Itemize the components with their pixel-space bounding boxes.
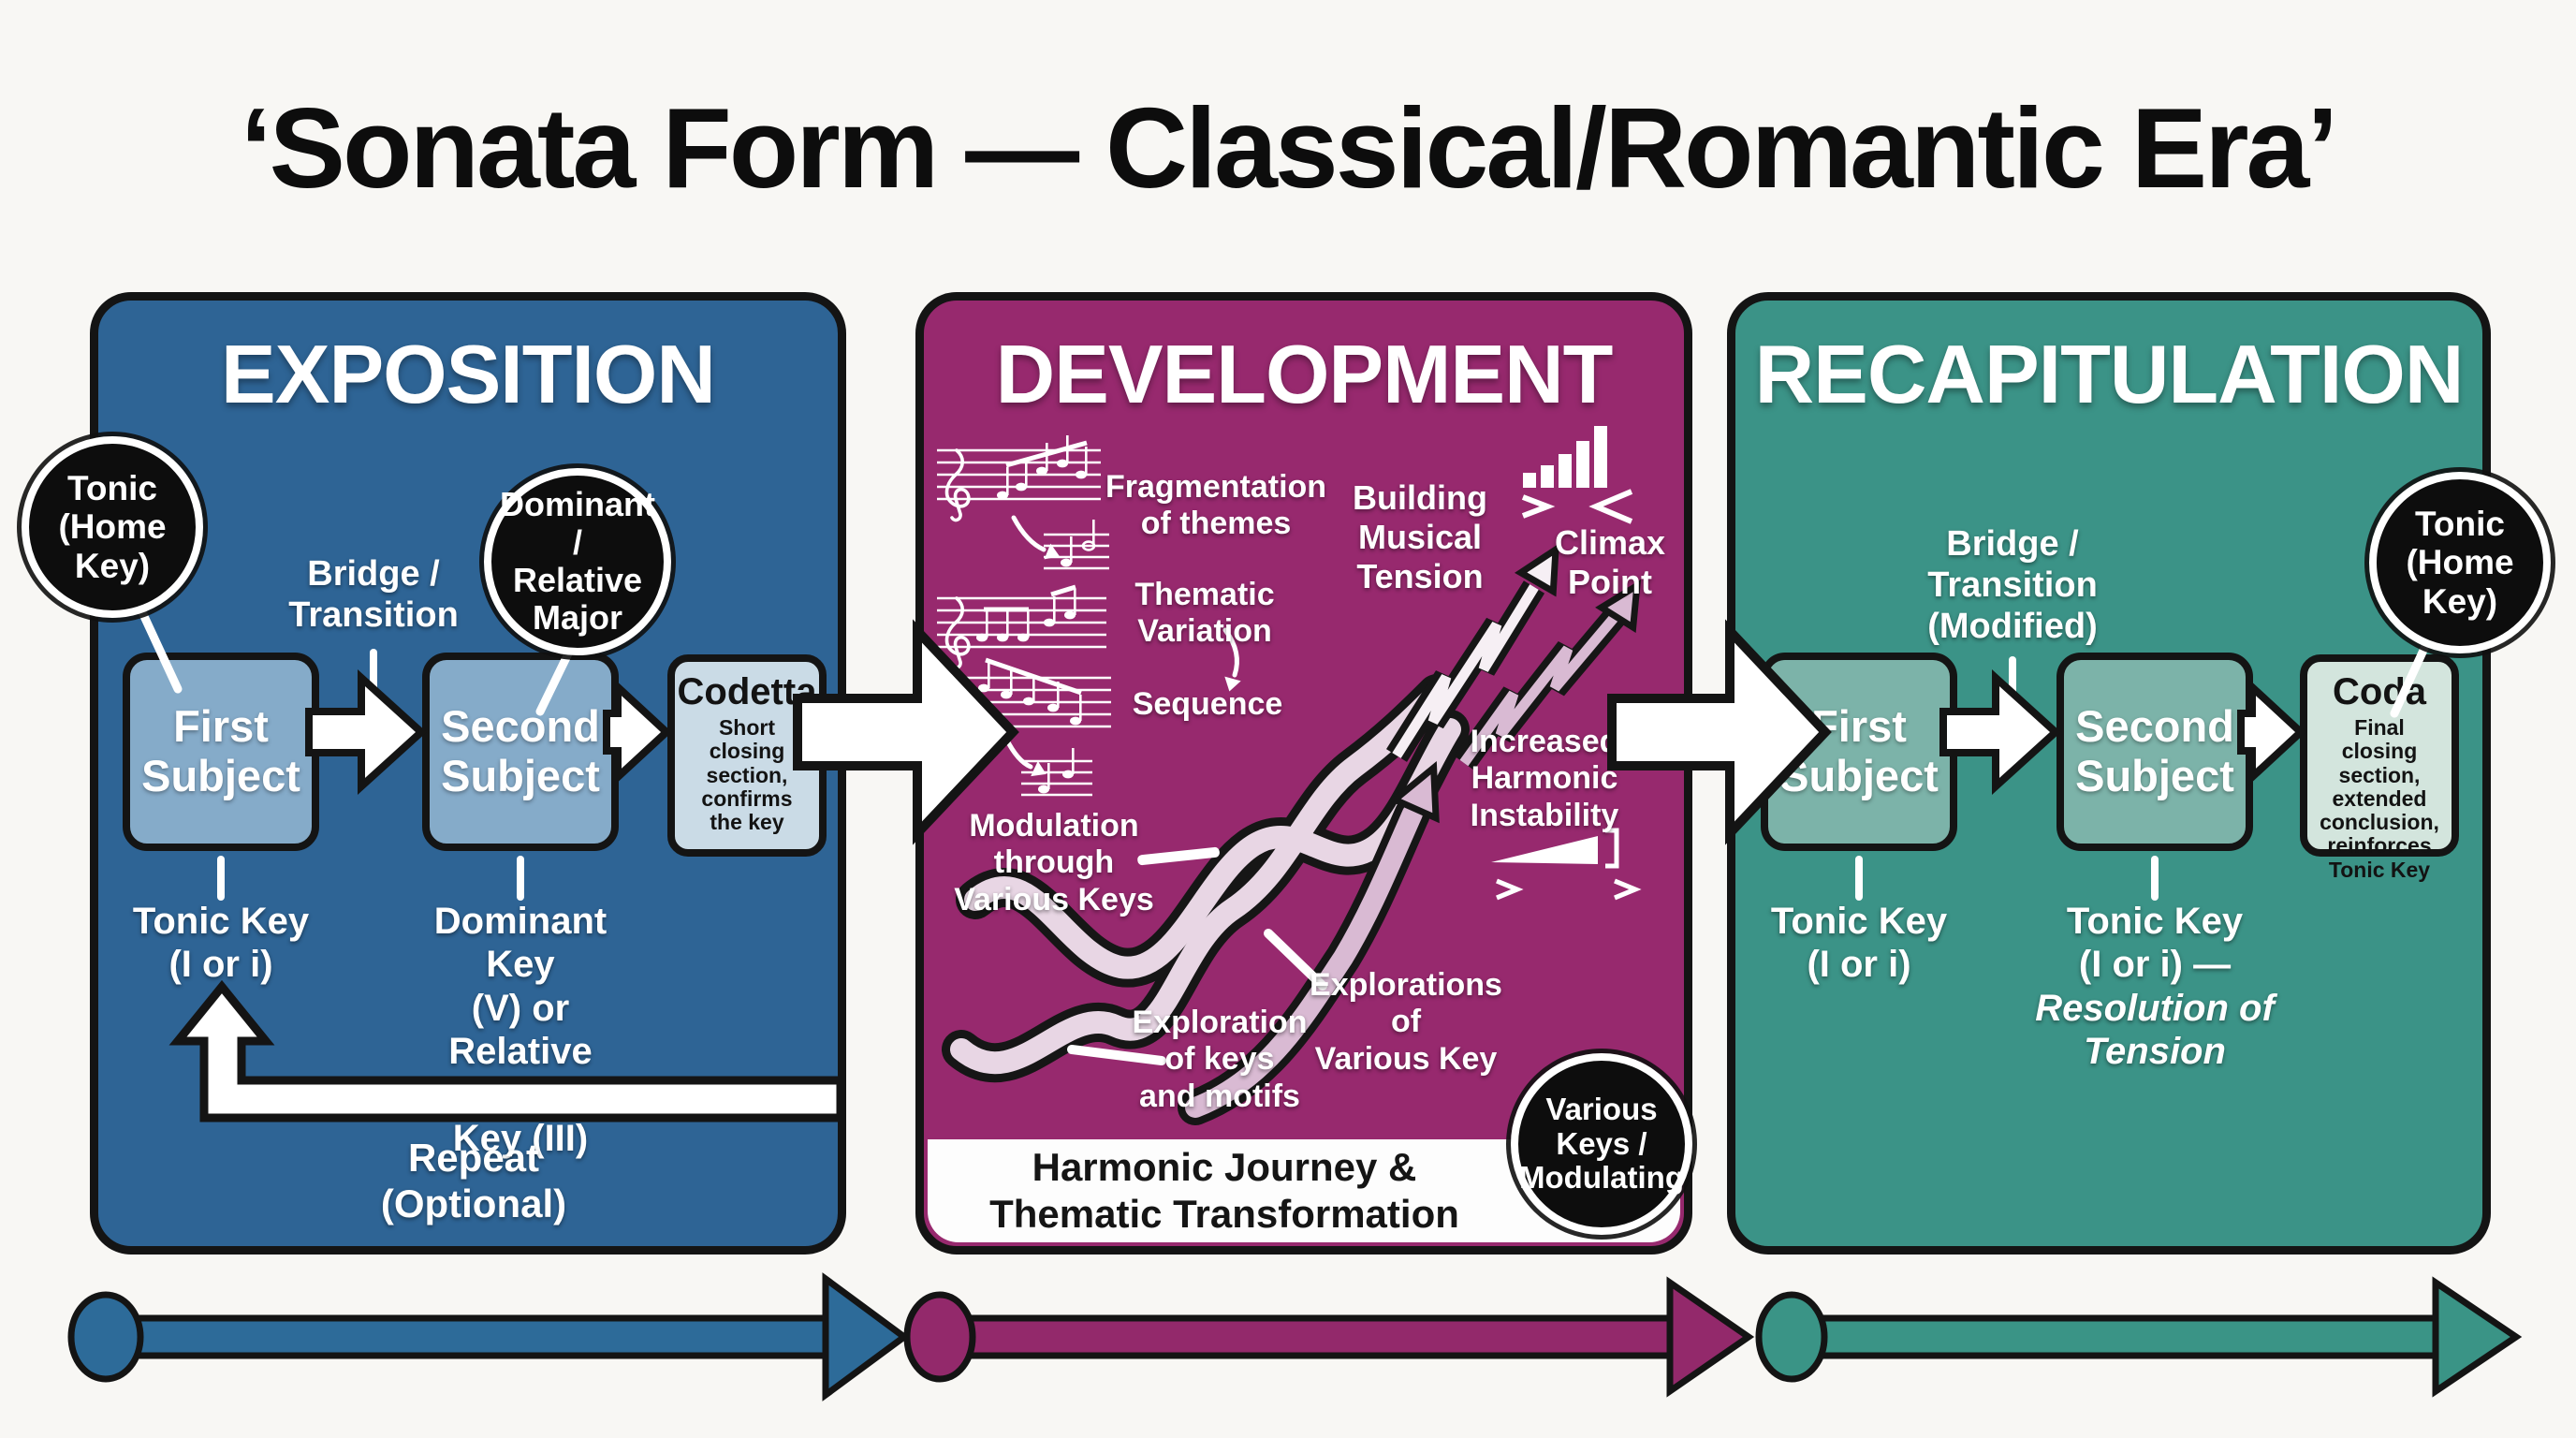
dominant-relative-major-badge: Dominant / Relative Major: [484, 468, 671, 655]
accent-marks-icon: [1521, 489, 1633, 524]
page-title: ‘Sonata Form — Classical/Romantic Era’: [240, 84, 2339, 212]
recapitulation-panel: RECAPITULATION Bridge / Transition (Modi…: [1727, 292, 2491, 1255]
codetta-title: Codetta: [677, 671, 817, 712]
bridge-pointer-line: [370, 649, 377, 722]
explorations-label: Explorations of Various Key: [1310, 967, 1502, 1077]
second-subject-pointer-line: [517, 856, 524, 901]
exposition-second-subject-box: Second Subject: [422, 653, 619, 851]
development-panel: DEVELOPMENT: [915, 292, 1692, 1255]
harmonic-instability-label: Increased Harmonic Instability: [1470, 724, 1619, 833]
codetta-description: Short closing section, confirms the key: [701, 715, 793, 835]
various-keys-modulating-badge: Various Keys / Modulating: [1511, 1053, 1692, 1235]
recap-tonic-key-label: Tonic Key (I or i): [1770, 901, 1948, 986]
first-subject-pointer-line: [217, 856, 225, 901]
timeline-development-arrow: [903, 1276, 1755, 1398]
exposition-panel: EXPOSITION Bridge / Transition First Sub…: [90, 292, 846, 1255]
recap-second-subject-box: Second Subject: [2056, 653, 2253, 851]
second-subject-pointer-line: [2151, 856, 2159, 901]
thematic-variation-label: Thematic Variation: [1134, 577, 1275, 650]
sequence-label: Sequence: [1132, 686, 1283, 722]
modulation-label: Modulation through Various Keys: [954, 808, 1154, 917]
development-header: DEVELOPMENT: [995, 328, 1614, 420]
timeline-recapitulation-arrow: [1755, 1276, 2523, 1398]
recap-first-subject-box: First Subject: [1761, 653, 1957, 851]
timeline-exposition-arrow: [67, 1272, 910, 1401]
music-staff-fragment-icon: [1021, 748, 1092, 797]
music-staff-icon: [937, 435, 1101, 522]
climax-point-label: Climax Point: [1554, 523, 1666, 601]
bridge-transition-label: Bridge / Transition: [288, 554, 459, 636]
bridge-pointer-line: [2009, 656, 2016, 712]
music-staff-icon: [937, 584, 1106, 670]
exploration-keys-label: Exploration of keys and motifs: [1132, 1005, 1308, 1114]
zigzag-arrow-icon: [1386, 543, 1559, 762]
curved-arrow-icon: [1011, 515, 1060, 560]
resolution-label: Tonic Key (I or i) — Resolution of Tensi…: [2035, 901, 2275, 1073]
exposition-tonic-key-label: Tonic Key (I or i): [132, 901, 310, 986]
codetta-box: Codetta Short closing section, confirms …: [667, 654, 827, 857]
hairpin-icon: [1491, 828, 1642, 901]
exposition-first-subject-box: First Subject: [123, 653, 319, 851]
tonic-home-key-badge: Tonic (Home Key): [22, 436, 203, 618]
bridge-modified-label: Bridge / Transition (Modified): [1927, 524, 2098, 647]
building-tension-label: Building Musical Tension: [1353, 478, 1487, 595]
repeat-optional-label: Repeat (Optional): [380, 1136, 567, 1225]
first-subject-pointer-line: [1855, 856, 1863, 901]
coda-title: Coda: [2333, 671, 2426, 712]
pointer-line: [1067, 846, 1327, 1065]
coda-description: Final closing section, extended conclusi…: [2320, 715, 2439, 882]
development-graphics: [937, 426, 1642, 1125]
dominant-key-label: Dominant Key (V) or Relative Major Key (…: [433, 901, 607, 1159]
tonic-home-key-badge-recap: Tonic (Home Key): [2369, 472, 2551, 653]
exposition-header: EXPOSITION: [221, 328, 716, 420]
crescendo-bars-icon: [1523, 426, 1607, 488]
curved-arrow-icon: [1222, 627, 1241, 692]
fragmentation-label: Fragmentation of themes: [1105, 469, 1327, 542]
zigzag-arrow-icon: [1454, 579, 1642, 770]
music-staff-fragment-icon: [1044, 520, 1109, 570]
rising-arrow-icon: [1178, 760, 1440, 1125]
music-staff-icon: [937, 657, 1111, 750]
coda-box: Coda Final closing section, extended con…: [2300, 654, 2459, 881]
recapitulation-header: RECAPITULATION: [1754, 328, 2465, 420]
